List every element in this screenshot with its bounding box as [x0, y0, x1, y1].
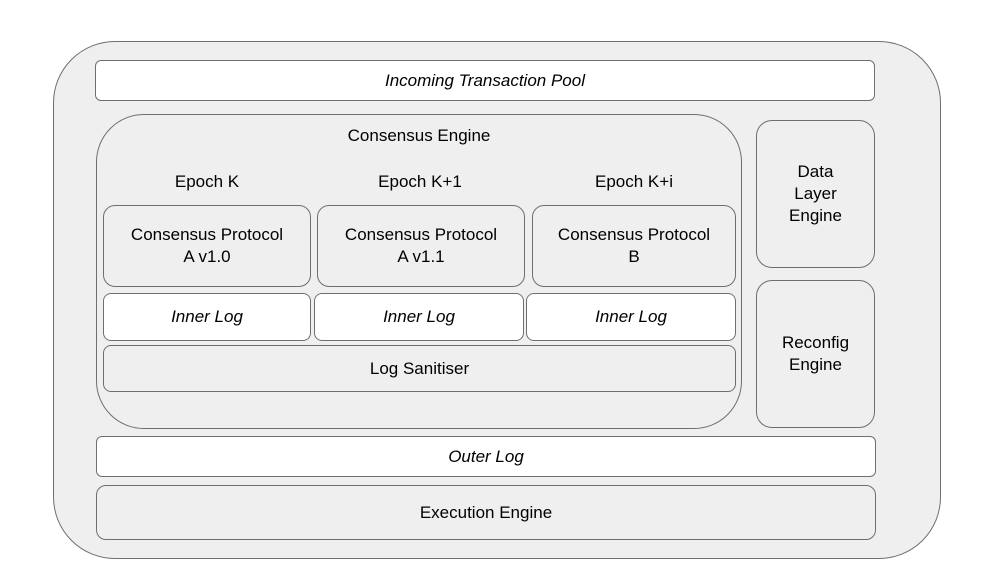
log-sanitiser: Log Sanitiser [103, 345, 736, 392]
data-layer-engine-label: Data Layer Engine [789, 162, 842, 225]
execution-engine: Execution Engine [96, 485, 876, 540]
log-sanitiser-label: Log Sanitiser [369, 358, 470, 378]
reconfig-engine-label: Reconfig Engine [781, 333, 850, 374]
inner-log-label: Inner Log [383, 307, 455, 326]
inner-log-box: Inner Log [103, 293, 311, 341]
consensus-protocol-box: Consensus Protocol B [532, 205, 736, 287]
epoch-label: Epoch K+1 [378, 172, 462, 191]
incoming-transaction-pool: Incoming Transaction Pool [95, 60, 875, 101]
consensus-protocol-box: Consensus Protocol A v1.0 [103, 205, 311, 287]
inner-log-label: Inner Log [595, 307, 667, 326]
inner-log-label: Inner Log [171, 307, 243, 326]
inner-log-box: Inner Log [526, 293, 736, 341]
pool-label: Incoming Transaction Pool [384, 70, 585, 90]
consensus-protocol-box: Consensus Protocol A v1.1 [317, 205, 525, 287]
epoch-label: Epoch K+i [595, 172, 673, 191]
consensus-protocol-label: Consensus Protocol B [557, 225, 711, 266]
outer-log: Outer Log [96, 436, 876, 477]
consensus-protocol-label: Consensus Protocol A v1.1 [344, 225, 498, 266]
epoch-label: Epoch K [174, 172, 240, 191]
consensus-engine-title: Consensus Engine [347, 126, 491, 145]
inner-log-box: Inner Log [314, 293, 524, 341]
outer-log-label: Outer Log [448, 446, 524, 466]
data-layer-engine: Data Layer Engine [756, 120, 875, 268]
reconfig-engine: Reconfig Engine [756, 280, 875, 428]
consensus-protocol-label: Consensus Protocol A v1.0 [130, 225, 284, 266]
execution-engine-label: Execution Engine [419, 502, 553, 522]
